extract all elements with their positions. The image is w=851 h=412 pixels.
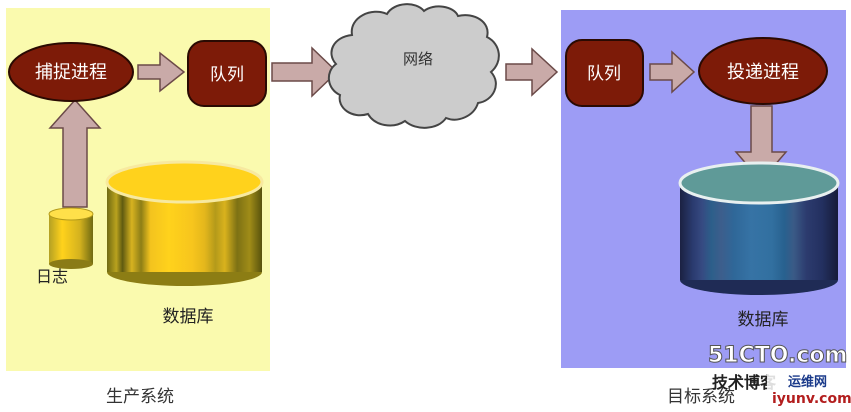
arrow-up-icon	[48, 98, 102, 208]
log-label: 日志	[36, 267, 68, 286]
target-queue-node	[565, 39, 644, 107]
target-queue-label: 队列	[587, 64, 621, 84]
delivery-process-node	[698, 37, 828, 105]
delivery-process-label: 投递进程	[727, 62, 799, 83]
watermark-url: iyunv.com	[772, 391, 851, 407]
arrow-right-icon	[505, 47, 559, 97]
capture-process-label: 捕捉进程	[35, 62, 107, 83]
arrow-right-icon	[271, 46, 339, 98]
capture-process-node	[8, 42, 134, 102]
watermark: 51CTO.com 技术博客 运维网 iyunv.com	[708, 343, 851, 408]
source-database-label: 数据库	[163, 307, 214, 327]
network-label: 网络	[403, 50, 433, 68]
watermark-badge	[767, 370, 841, 408]
production-system-label: 生产系统	[106, 387, 174, 407]
target-database-cylinder-icon	[678, 161, 840, 295]
watermark-brand: 51CTO.com	[708, 343, 847, 368]
source-database-cylinder-icon	[105, 160, 264, 286]
log-cylinder-icon	[48, 207, 94, 269]
target-database-label: 数据库	[738, 310, 789, 330]
target-system-label: 目标系统	[667, 387, 735, 407]
watermark-tagline: 技术博客	[712, 373, 777, 392]
production-queue-node	[187, 40, 267, 107]
arrow-right-icon	[137, 51, 186, 93]
production-queue-label: 队列	[210, 65, 244, 85]
network-cloud-icon	[328, 3, 500, 129]
arrow-right-icon	[649, 50, 696, 94]
watermark-partner: 运维网	[788, 374, 827, 390]
